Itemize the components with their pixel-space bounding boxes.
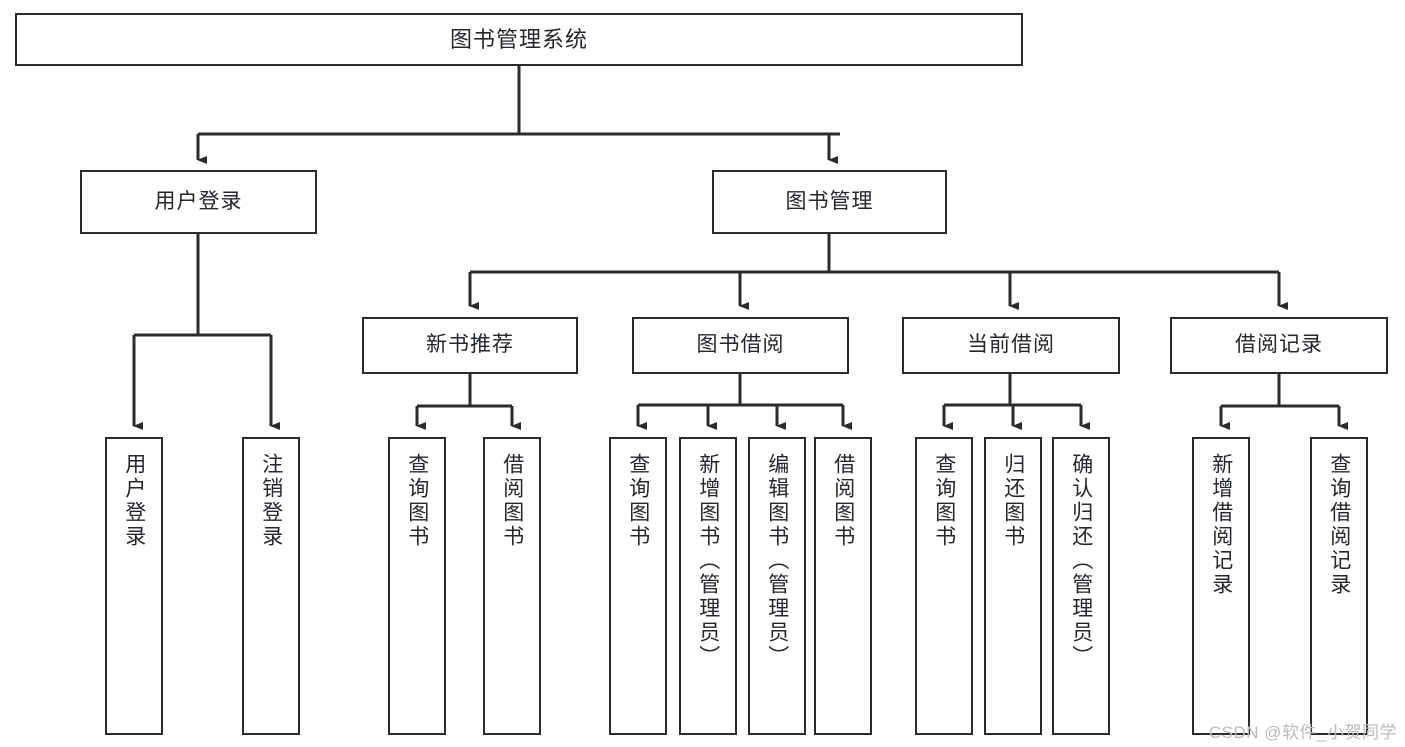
leaf-borrow-search-book[interactable]: 查询图书 bbox=[609, 437, 667, 735]
node-label: 图书管理系统 bbox=[449, 26, 588, 52]
node-borrow-record[interactable]: 借阅记录 bbox=[1170, 317, 1388, 374]
leaf-user-logout[interactable]: 注销登录 bbox=[242, 437, 300, 735]
node-label: 新书推荐 bbox=[426, 333, 514, 357]
leaf-record-search[interactable]: 查询借阅记录 bbox=[1310, 437, 1368, 735]
node-label: 编辑图书（管理员） bbox=[765, 453, 789, 669]
leaf-record-add[interactable]: 新增借阅记录 bbox=[1192, 437, 1250, 735]
node-new-book-recommend[interactable]: 新书推荐 bbox=[362, 317, 578, 374]
leaf-current-return-book[interactable]: 归还图书 bbox=[984, 437, 1042, 735]
leaf-current-confirm-return[interactable]: 确认归还（管理员） bbox=[1052, 437, 1110, 735]
node-label: 图书借阅 bbox=[696, 333, 785, 357]
leaf-current-search-book[interactable]: 查询图书 bbox=[915, 437, 973, 735]
leaf-new-book-search[interactable]: 查询图书 bbox=[388, 437, 446, 735]
node-label: 新增借阅记录 bbox=[1209, 453, 1233, 597]
node-label: 归还图书 bbox=[1001, 453, 1025, 549]
watermark-text: CSDN @软件_小贺同学 bbox=[1208, 723, 1397, 742]
leaf-new-book-borrow[interactable]: 借阅图书 bbox=[483, 437, 541, 735]
node-label: 查询借阅记录 bbox=[1327, 453, 1351, 597]
leaf-user-login[interactable]: 用户登录 bbox=[105, 437, 163, 735]
node-label: 确认归还（管理员） bbox=[1069, 453, 1093, 669]
node-user-login[interactable]: 用户登录 bbox=[80, 170, 317, 234]
leaf-borrow-borrow-book[interactable]: 借阅图书 bbox=[814, 437, 872, 735]
node-label: 借阅图书 bbox=[500, 453, 524, 549]
node-label: 用户登录 bbox=[122, 453, 146, 549]
node-label: 查询图书 bbox=[626, 453, 650, 549]
leaf-borrow-edit-book[interactable]: 编辑图书（管理员） bbox=[748, 437, 806, 735]
node-label: 查询图书 bbox=[405, 453, 429, 549]
node-root-system[interactable]: 图书管理系统 bbox=[15, 13, 1023, 66]
node-label: 当前借阅 bbox=[967, 333, 1055, 357]
node-label: 借阅记录 bbox=[1235, 333, 1323, 357]
node-label: 借阅图书 bbox=[831, 453, 855, 549]
node-label: 注销登录 bbox=[259, 453, 283, 549]
leaf-borrow-add-book[interactable]: 新增图书（管理员） bbox=[679, 437, 737, 735]
node-current-borrow[interactable]: 当前借阅 bbox=[902, 317, 1120, 374]
node-label: 用户登录 bbox=[154, 189, 243, 213]
node-label: 查询图书 bbox=[932, 453, 956, 549]
node-label: 图书管理 bbox=[785, 189, 874, 213]
node-label: 新增图书（管理员） bbox=[696, 453, 720, 669]
node-book-management[interactable]: 图书管理 bbox=[712, 170, 947, 234]
node-book-borrow[interactable]: 图书借阅 bbox=[632, 317, 849, 374]
